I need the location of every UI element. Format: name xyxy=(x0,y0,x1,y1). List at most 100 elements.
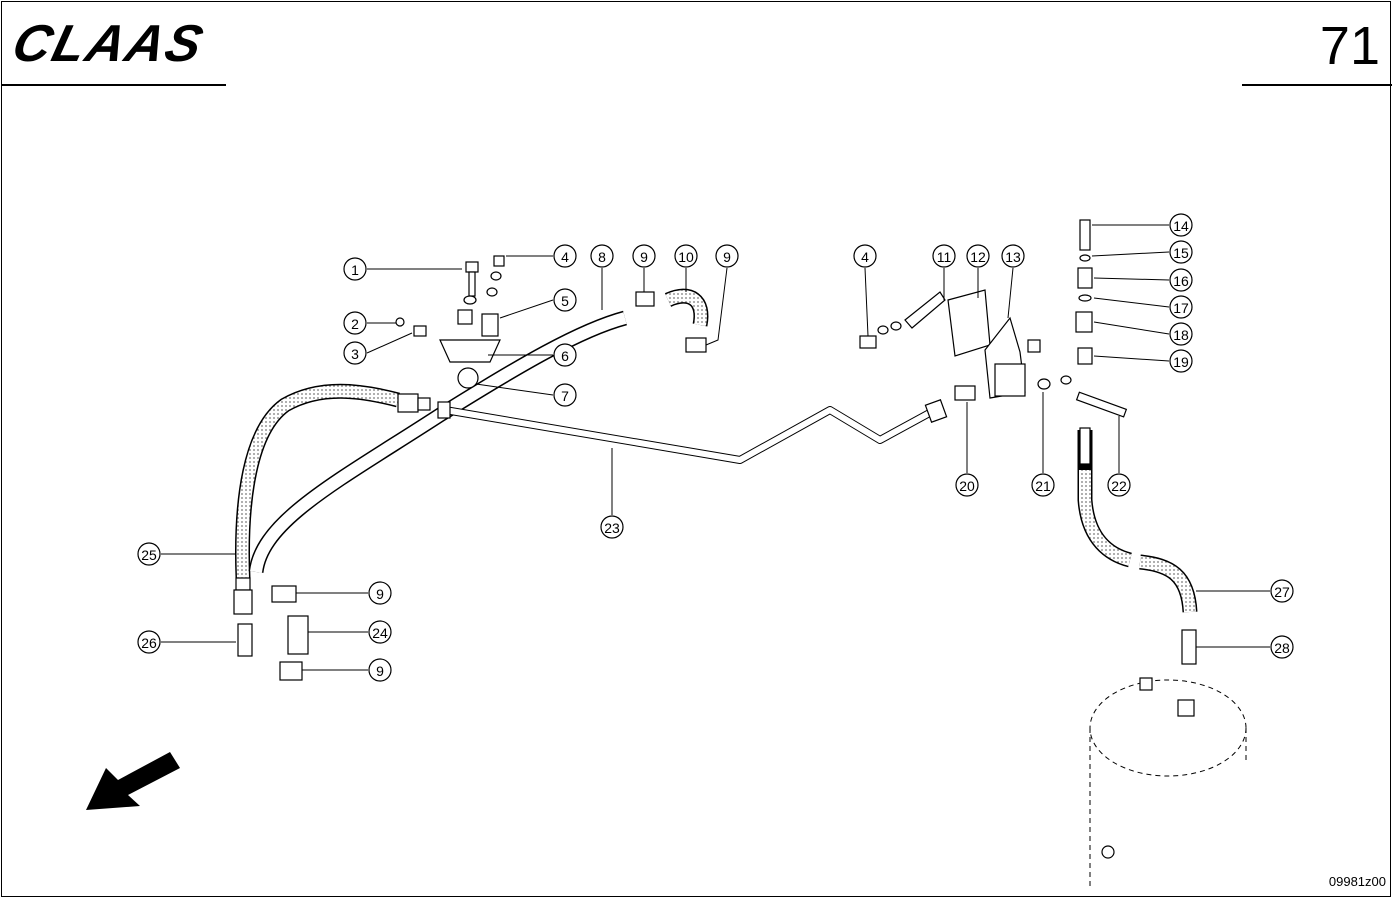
callout-circle-21 xyxy=(1031,473,1055,497)
callout-leader-18 xyxy=(1093,321,1170,335)
callout-circle-9d xyxy=(368,658,392,682)
callout-label-24: 24 xyxy=(372,625,388,641)
callout-8: 8 xyxy=(590,244,614,310)
callout-4a: 4 xyxy=(506,244,577,268)
callout-circle-9c xyxy=(368,581,392,605)
callout-9c: 9 xyxy=(296,581,392,605)
callout-26: 26 xyxy=(137,630,236,654)
callout-leader-4b xyxy=(864,267,869,337)
callout-leader-15 xyxy=(1091,251,1170,257)
callout-leader-13 xyxy=(1007,267,1014,319)
callout-circle-25 xyxy=(137,542,161,566)
callout-label-2: 2 xyxy=(351,316,359,332)
callout-circle-9b xyxy=(715,244,739,268)
callout-22: 22 xyxy=(1107,416,1131,497)
callout-circle-23 xyxy=(600,515,624,539)
callout-16: 16 xyxy=(1093,268,1193,292)
callout-label-14: 14 xyxy=(1173,218,1189,234)
callout-7: 7 xyxy=(475,383,577,407)
callout-circle-19 xyxy=(1169,349,1193,373)
lower-fittings xyxy=(237,585,1197,681)
callout-2: 2 xyxy=(343,311,396,335)
callout-9b: 9 xyxy=(705,244,739,346)
callout-circle-3 xyxy=(343,341,367,365)
callout-27: 27 xyxy=(1196,579,1294,603)
callout-1: 1 xyxy=(343,257,462,281)
callout-label-9d: 9 xyxy=(376,663,384,679)
callout-label-16: 16 xyxy=(1173,273,1189,289)
callout-leader-9b xyxy=(705,267,728,346)
callout-15: 15 xyxy=(1091,240,1193,264)
callout-circle-28 xyxy=(1270,635,1294,659)
callout-label-15: 15 xyxy=(1173,245,1189,261)
callout-circle-11 xyxy=(932,244,956,268)
callout-label-25: 25 xyxy=(141,547,157,563)
callout-circle-27 xyxy=(1270,579,1294,603)
callout-label-9b: 9 xyxy=(723,249,731,265)
callout-circle-20 xyxy=(955,473,979,497)
callout-leader-17 xyxy=(1093,297,1170,308)
callout-circle-18 xyxy=(1169,322,1193,346)
page-number: 71 xyxy=(1319,16,1380,76)
callout-label-4b: 4 xyxy=(861,249,869,265)
callout-4b: 4 xyxy=(853,244,877,337)
callout-21: 21 xyxy=(1031,392,1055,497)
callout-circle-14 xyxy=(1169,213,1193,237)
callout-circle-6 xyxy=(553,343,577,367)
callout-20: 20 xyxy=(955,402,979,497)
callout-label-27: 27 xyxy=(1274,584,1290,600)
callout-circle-16 xyxy=(1169,268,1193,292)
valve-assembly xyxy=(859,289,1128,418)
callout-10: 10 xyxy=(674,244,698,292)
callout-label-13: 13 xyxy=(1005,249,1021,265)
callout-14: 14 xyxy=(1092,213,1193,237)
callout-label-8: 8 xyxy=(598,249,606,265)
callout-11: 11 xyxy=(932,244,956,300)
callout-24: 24 xyxy=(308,620,392,644)
callout-leader-7 xyxy=(475,383,554,396)
callout-label-12: 12 xyxy=(970,249,986,265)
callout-label-28: 28 xyxy=(1274,640,1290,656)
callout-19: 19 xyxy=(1093,349,1193,373)
callout-9d: 9 xyxy=(302,658,392,682)
callout-13: 13 xyxy=(1001,244,1025,319)
fitting-stack xyxy=(1075,219,1093,365)
callout-label-19: 19 xyxy=(1173,354,1189,370)
callout-leader-5 xyxy=(499,299,554,319)
header-rule-left xyxy=(1,84,226,86)
hose-27 xyxy=(1077,427,1198,613)
air-reservoir xyxy=(1089,677,1247,888)
callout-25: 25 xyxy=(137,542,236,566)
callout-17: 17 xyxy=(1093,295,1193,319)
callout-circle-12 xyxy=(966,244,990,268)
callout-label-7: 7 xyxy=(561,388,569,404)
callout-9a: 9 xyxy=(632,244,656,292)
direction-arrow xyxy=(86,752,180,810)
callout-label-17: 17 xyxy=(1173,300,1189,316)
callout-28: 28 xyxy=(1196,635,1294,659)
callout-label-4a: 4 xyxy=(561,249,569,265)
pipe-23 xyxy=(437,399,948,464)
callout-5: 5 xyxy=(499,288,577,319)
callout-label-9c: 9 xyxy=(376,586,384,602)
callout-circle-4a xyxy=(553,244,577,268)
callout-circle-17 xyxy=(1169,295,1193,319)
callout-label-21: 21 xyxy=(1035,478,1051,494)
drawing-code: 09981z00 xyxy=(1328,874,1386,889)
callout-label-20: 20 xyxy=(959,478,975,494)
hose-25 xyxy=(233,383,431,615)
callout-circle-7 xyxy=(553,383,577,407)
callout-circle-26 xyxy=(137,630,161,654)
callout-label-1: 1 xyxy=(351,262,359,278)
callout-circle-13 xyxy=(1001,244,1025,268)
callout-label-3: 3 xyxy=(351,346,359,362)
callout-leader-16 xyxy=(1093,277,1170,281)
callout-12: 12 xyxy=(966,244,990,298)
callout-circle-5 xyxy=(553,288,577,312)
callout-circle-9a xyxy=(632,244,656,268)
callout-label-23: 23 xyxy=(604,520,620,536)
callout-circle-8 xyxy=(590,244,614,268)
